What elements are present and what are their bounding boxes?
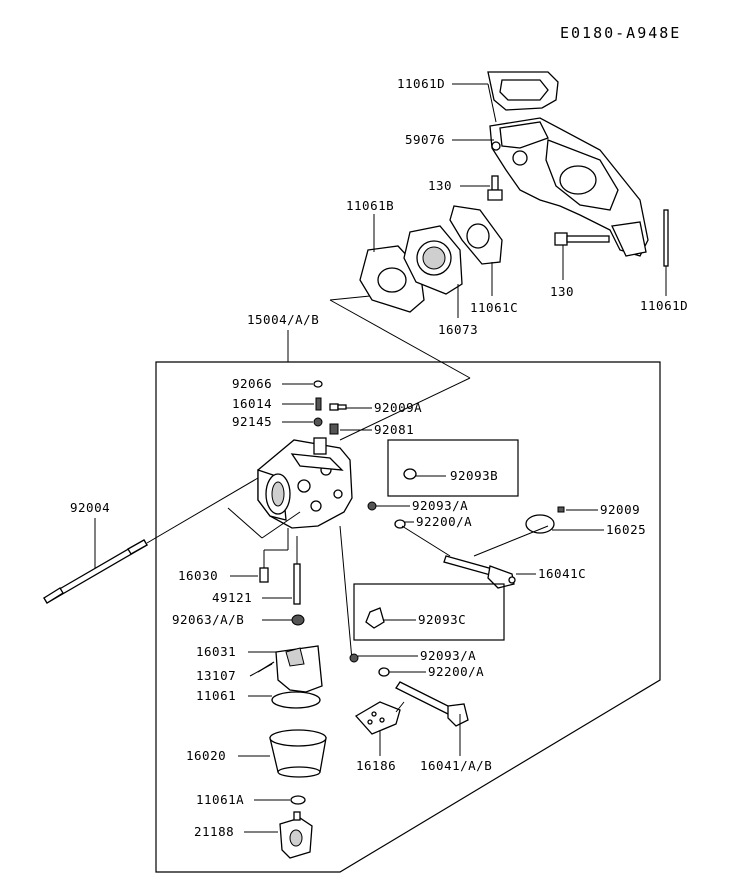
float-16031: [275, 645, 323, 693]
throttle-shaft-16041c: [443, 555, 516, 589]
label-92200a-top: 92200/A: [416, 514, 472, 529]
label-92004: 92004: [70, 500, 110, 515]
detail-box-92093b: [387, 439, 519, 497]
label-13107: 13107: [196, 668, 236, 683]
label-16030: 16030: [178, 568, 218, 583]
label-92066: 92066: [232, 376, 272, 391]
label-21188: 21188: [194, 824, 234, 839]
bolt-130-right: [554, 232, 610, 246]
part-16030: [259, 567, 269, 583]
part-92145: [313, 417, 323, 427]
screw-92009: [557, 506, 565, 513]
carburetor-body: [257, 437, 353, 529]
stud-92004: [43, 539, 148, 604]
label-92093c: 92093C: [418, 612, 466, 627]
washer-92093a-bottom: [349, 653, 359, 663]
label-11061a: 11061A: [196, 792, 244, 807]
label-92009a: 92009A: [374, 400, 422, 415]
label-11061d-right: 11061D: [640, 298, 688, 313]
label-16031: 16031: [196, 644, 236, 659]
detail-box-92093c: [353, 583, 505, 641]
gasket-11061d-top: [487, 71, 559, 111]
bolt-130-left: [487, 175, 503, 201]
float-pin-49121: [293, 563, 301, 605]
label-16073: 16073: [438, 322, 478, 337]
gasket-11061a: [290, 795, 306, 805]
diagram-code: E0180-A948E: [560, 24, 681, 42]
insulator-16073: [403, 225, 463, 295]
intake-manifold-59076: [489, 117, 649, 257]
label-16014: 16014: [232, 396, 272, 411]
choke-shaft-16041ab: [395, 681, 469, 727]
part-92063ab: [291, 614, 305, 626]
label-11061c: 11061C: [470, 300, 518, 315]
label-92063ab: 92063/A/B: [172, 612, 244, 627]
label-11061b: 11061B: [346, 198, 394, 213]
part-92066: [313, 380, 323, 388]
screw-92009a: [329, 403, 347, 411]
label-15004: 15004/A/B: [247, 312, 319, 327]
washer-92093a-top: [367, 501, 377, 511]
part-16014: [315, 397, 322, 411]
gasket-11061d-right: [663, 209, 669, 267]
gasket-11061c: [449, 205, 503, 265]
part-92093c: [365, 607, 385, 629]
label-92145: 92145: [232, 414, 272, 429]
label-130-left: 130: [428, 178, 452, 193]
choke-plate-16186: [354, 701, 401, 735]
label-92093b: 92093B: [450, 468, 498, 483]
spring-92081: [329, 423, 339, 435]
part-92093b: [403, 468, 417, 480]
label-92093a-bottom: 92093/A: [420, 648, 476, 663]
label-49121: 49121: [212, 590, 252, 605]
label-92009: 92009: [600, 502, 640, 517]
label-16041c: 16041C: [538, 566, 586, 581]
throttle-plate-16025: [525, 514, 555, 534]
label-92081: 92081: [374, 422, 414, 437]
washer-92200a-bottom: [378, 667, 390, 677]
label-92200a-bottom: 92200/A: [428, 664, 484, 679]
label-11061: 11061: [196, 688, 236, 703]
label-16025: 16025: [606, 522, 646, 537]
float-bowl-16020: [269, 729, 327, 778]
label-130-right: 130: [550, 284, 574, 299]
label-59076: 59076: [405, 132, 445, 147]
label-11061d-top: 11061D: [397, 76, 445, 91]
solenoid-21188: [279, 811, 313, 859]
carburetor-assembly-box: [155, 361, 661, 873]
label-16186: 16186: [356, 758, 396, 773]
label-92093a-top: 92093/A: [412, 498, 468, 513]
label-16020: 16020: [186, 748, 226, 763]
gasket-11061: [271, 691, 321, 709]
label-16041ab: 16041/A/B: [420, 758, 492, 773]
